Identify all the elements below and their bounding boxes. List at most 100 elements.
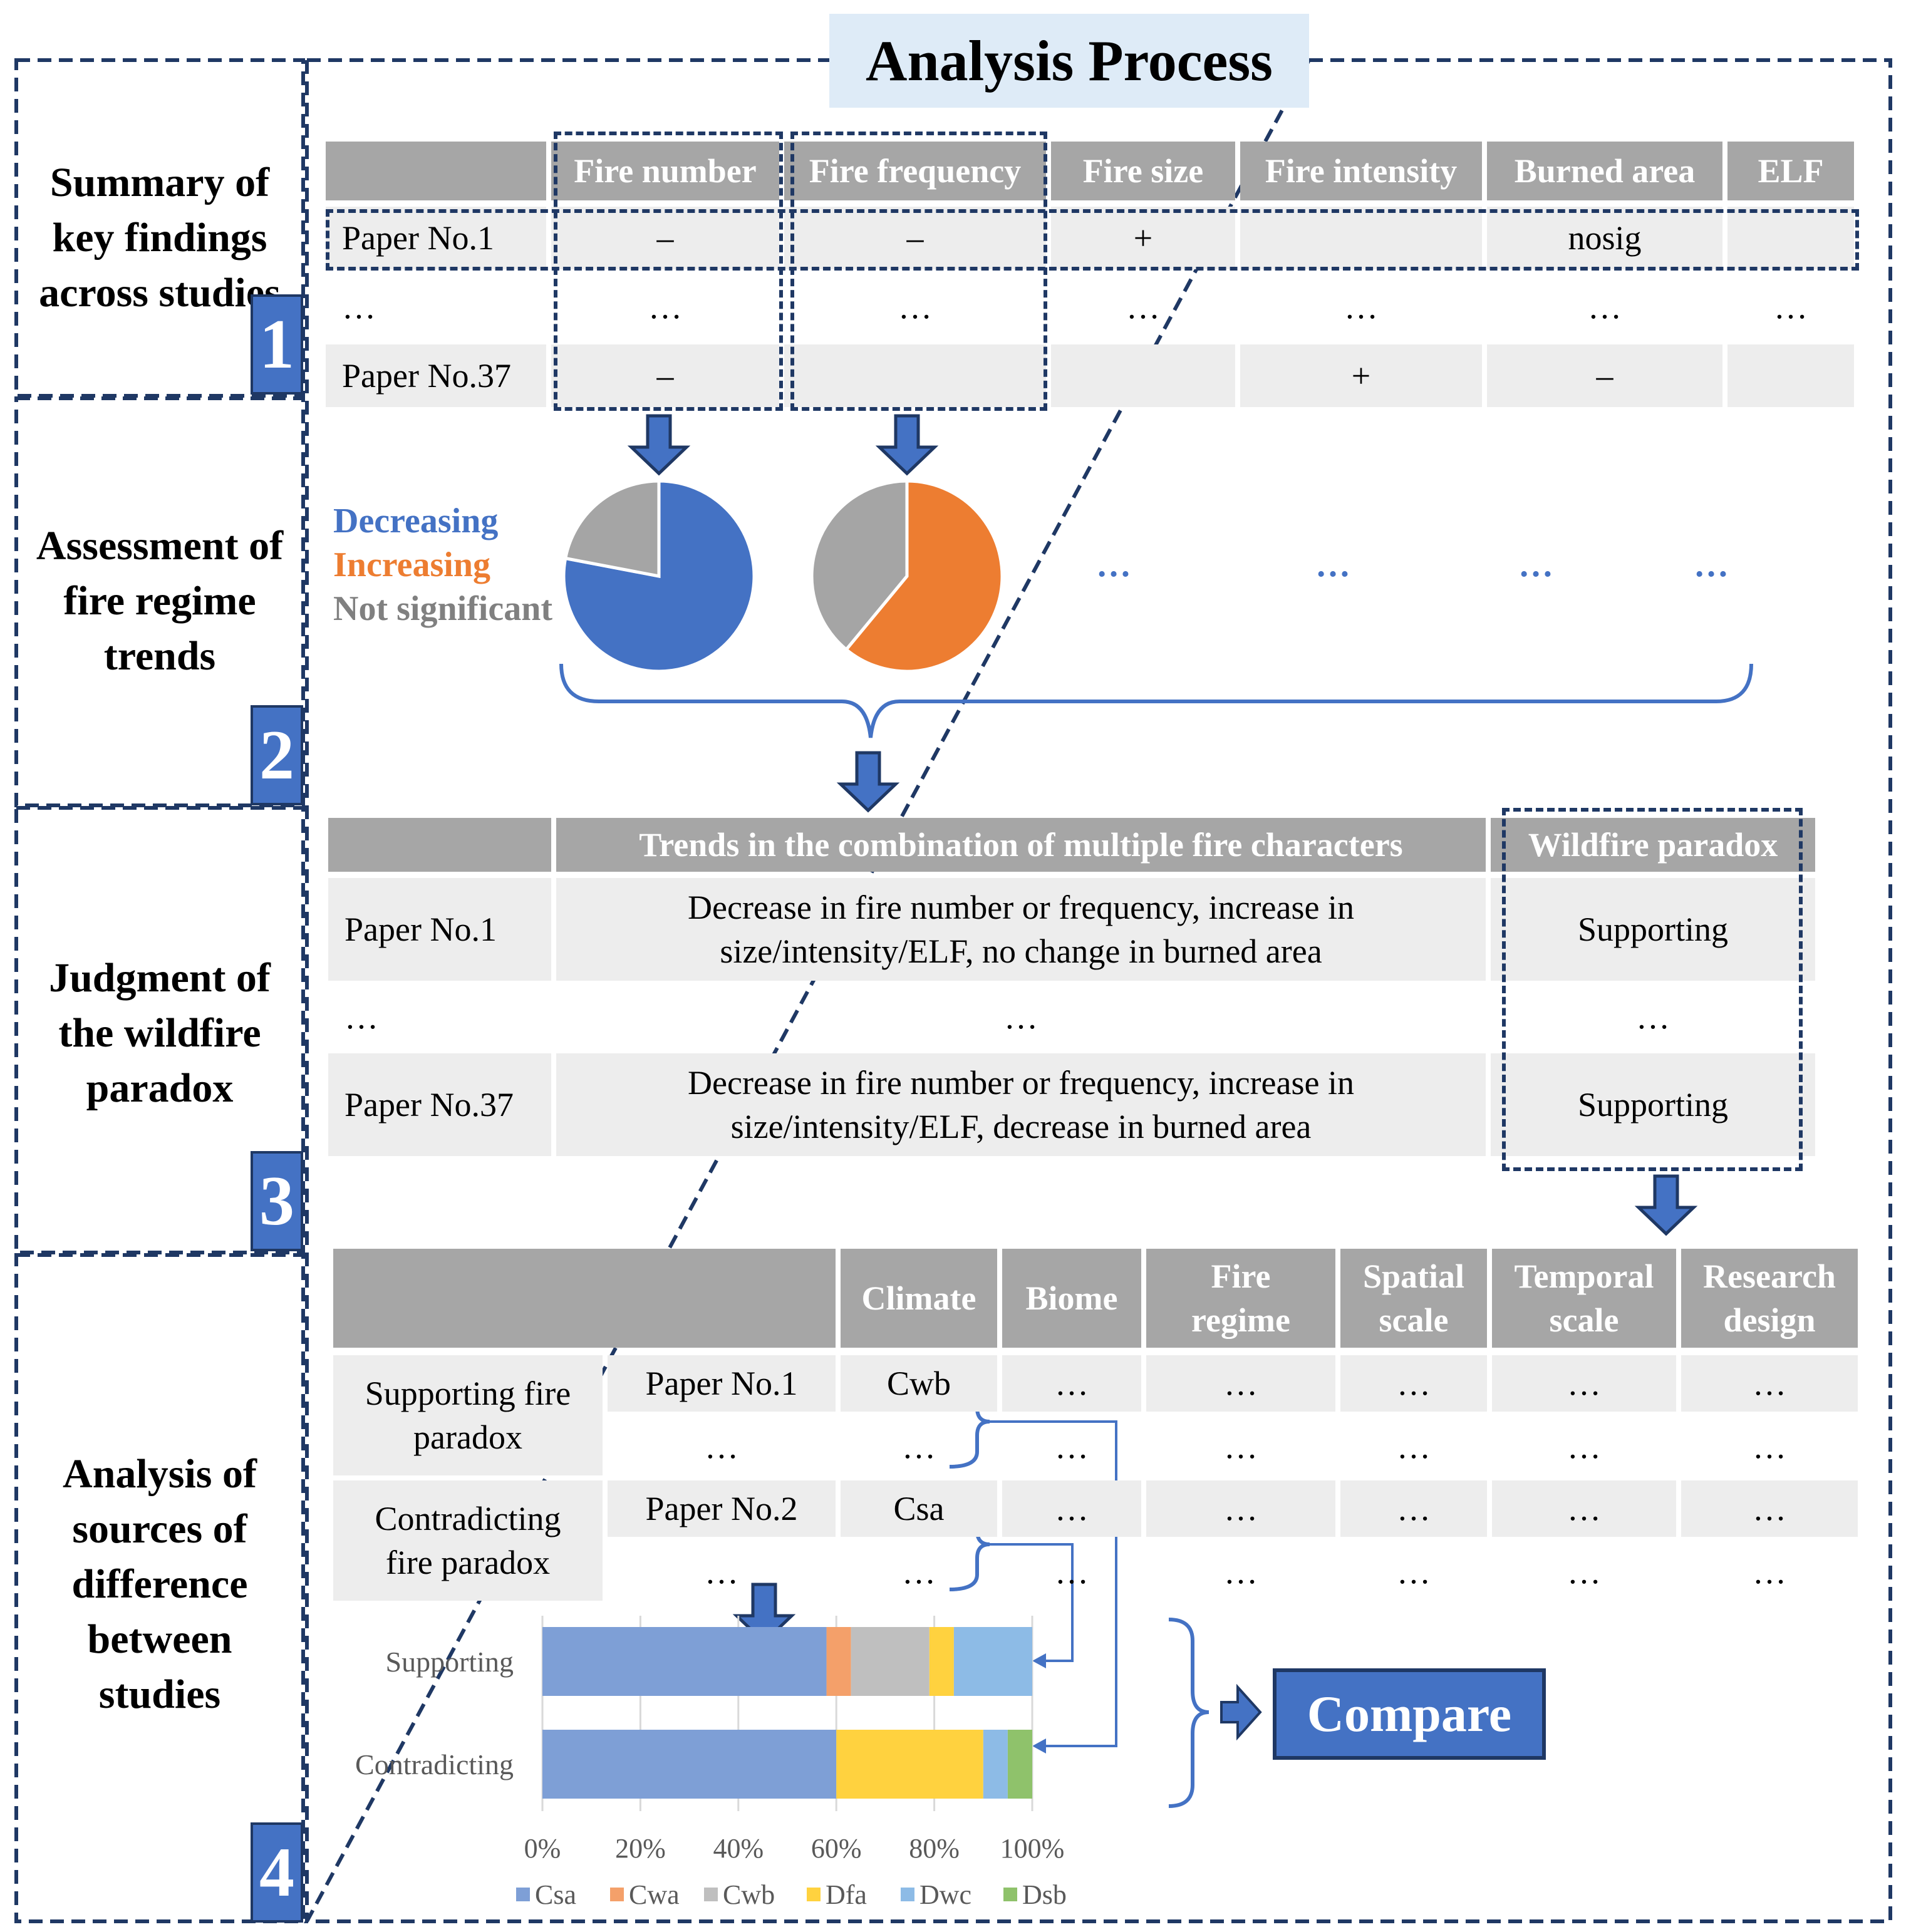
t1-row3-c5: – [1487, 344, 1722, 407]
t3-g2r1-biome: … [1002, 1480, 1141, 1537]
t1-header-fire-size: Fire size [1051, 142, 1235, 200]
legend-label-dwc: Dwc [919, 1879, 971, 1910]
bar-contradicting-csa [542, 1730, 837, 1799]
t3-g1r1-biome: … [1002, 1355, 1141, 1412]
t3-g2r2-fire-regime: … [1224, 1553, 1258, 1591]
legend-swatch-dwc [901, 1888, 914, 1901]
ellipsis-4: … [1694, 545, 1729, 584]
t3-header-temporal-scale: Temporal scale [1492, 1249, 1676, 1348]
t2-row1-paper: Paper No.1 [328, 878, 551, 981]
x-tick-label: 80% [909, 1833, 960, 1864]
brace-under-pies [559, 663, 1753, 738]
t1-row2-c1: … [648, 288, 682, 326]
t2-row3-paradox: Supporting [1491, 1053, 1815, 1156]
t3-g1r2-temporal: … [1567, 1428, 1601, 1465]
t3-g2r1-design: … [1681, 1480, 1858, 1537]
t3-header-fire-regime: Fire regime [1146, 1249, 1335, 1348]
legend-label-cwb: Cwb [723, 1879, 775, 1910]
t2-row3-trend: Decrease in fire number or frequency, in… [556, 1053, 1486, 1156]
arrow-right-icon [1220, 1683, 1262, 1741]
t1-row3-c4: + [1240, 344, 1482, 407]
legend-label-csa: Csa [535, 1879, 576, 1910]
t1-row3-c6 [1727, 344, 1854, 407]
legend-label-dfa: Dfa [826, 1879, 867, 1910]
ellipsis-3: … [1518, 545, 1553, 584]
legend-swatch-dsb [1003, 1888, 1017, 1901]
t1-row3-paper: Paper No.37 [326, 344, 546, 407]
t1-row2-c4: … [1344, 288, 1378, 326]
step-3-label: Judgment of the wildfire paradox [49, 955, 271, 1111]
step-1-number: 1 [251, 294, 303, 395]
t2-row1-trend: Decrease in fire number or frequency, in… [556, 878, 1486, 981]
t3-group-contradicting: Contradicting fire paradox [333, 1480, 603, 1601]
t1-row2-paper: … [342, 288, 376, 326]
t3-header-climate: Climate [841, 1249, 997, 1348]
x-tick-label: 20% [615, 1833, 666, 1864]
category-label-supporting: Supporting [386, 1646, 514, 1678]
t3-g2r2-biome: … [1055, 1553, 1089, 1591]
t3-g1r1-temporal: … [1492, 1355, 1676, 1412]
bar-contradicting-dsb [1007, 1730, 1032, 1799]
legend-increasing: Increasing [333, 545, 490, 584]
t1-header-fire-intensity: Fire intensity [1240, 142, 1482, 200]
x-tick-label: 60% [811, 1833, 862, 1864]
t3-g1r2-climate: … [902, 1428, 936, 1465]
t3-header-blank [333, 1249, 836, 1348]
legend-decreasing: Decreasing [333, 502, 499, 540]
t3-g2r1-spatial: … [1340, 1480, 1487, 1537]
t3-g1r1-climate: Cwb [841, 1355, 997, 1412]
t3-g2r1-paper: Paper No.2 [608, 1480, 836, 1537]
bar-supporting-csa [542, 1627, 827, 1696]
highlight-paper1-row [326, 209, 1859, 271]
compare-box: Compare [1273, 1668, 1546, 1760]
t1-row2-c6: … [1774, 288, 1808, 326]
t3-header-biome: Biome [1002, 1249, 1141, 1348]
t1-row2-c2: … [898, 288, 932, 326]
bar-supporting-dwc [953, 1627, 1032, 1696]
t3-g2r2-spatial: … [1397, 1553, 1431, 1591]
t2-row3-paper: Paper No.37 [328, 1053, 551, 1156]
t1-header-blank [326, 142, 546, 200]
t1-row1-paper: Paper No.1 [326, 207, 546, 269]
pie-1-slice-decreasing [562, 479, 756, 673]
legend-swatch-csa [516, 1888, 530, 1901]
t1-header-fire-number: Fire number [551, 142, 779, 200]
t1-header-fire-frequency: Fire frequency [784, 142, 1046, 200]
pie-2-slice-increasing [844, 479, 1004, 673]
step-4-number: 4 [251, 1822, 303, 1923]
t3-g1r1-spatial: … [1340, 1355, 1487, 1412]
t1-row3-c1: – [551, 344, 779, 407]
t3-header-spatial-scale: Spatial scale [1340, 1249, 1487, 1348]
connector-contradicting [990, 1543, 1074, 1662]
bar-supporting-cwb [851, 1627, 930, 1696]
t1-row1-c6 [1727, 207, 1854, 269]
t2-row1-paradox: Supporting [1491, 878, 1815, 981]
t3-header-research-design: Research design [1681, 1249, 1858, 1348]
step-3-number: 3 [251, 1151, 303, 1251]
t2-row2-paradox: … [1636, 998, 1670, 1036]
step-4-label: Analysis of sources of difference betwee… [63, 1451, 257, 1717]
pie-2-slice-not_significant [810, 479, 909, 652]
t1-header-elf: ELF [1727, 142, 1854, 200]
t1-row1-c3: + [1051, 207, 1235, 269]
page-title: Analysis Process [829, 14, 1309, 108]
bar-supporting-dfa [929, 1627, 954, 1696]
t1-row3-c3 [1051, 344, 1235, 407]
ellipsis-1: … [1096, 545, 1131, 584]
t2-header-paradox: Wildfire paradox [1491, 818, 1815, 872]
t3-g2r2-paper: … [705, 1553, 738, 1591]
category-label-contradicting: Contradicting [355, 1749, 514, 1780]
highlight-fire-frequency-column [790, 132, 1047, 411]
legend-label-cwa: Cwa [629, 1879, 680, 1910]
t3-g1r1-paper: Paper No.1 [608, 1355, 836, 1412]
t3-g1r2-fire-regime: … [1224, 1428, 1258, 1465]
t3-g2r2-climate: … [902, 1553, 936, 1591]
t3-g1r2-biome: … [1055, 1428, 1089, 1465]
bar-contradicting-dfa [836, 1730, 983, 1799]
connector-supporting [990, 1420, 1117, 1747]
t3-g1r2-design: … [1753, 1428, 1786, 1465]
